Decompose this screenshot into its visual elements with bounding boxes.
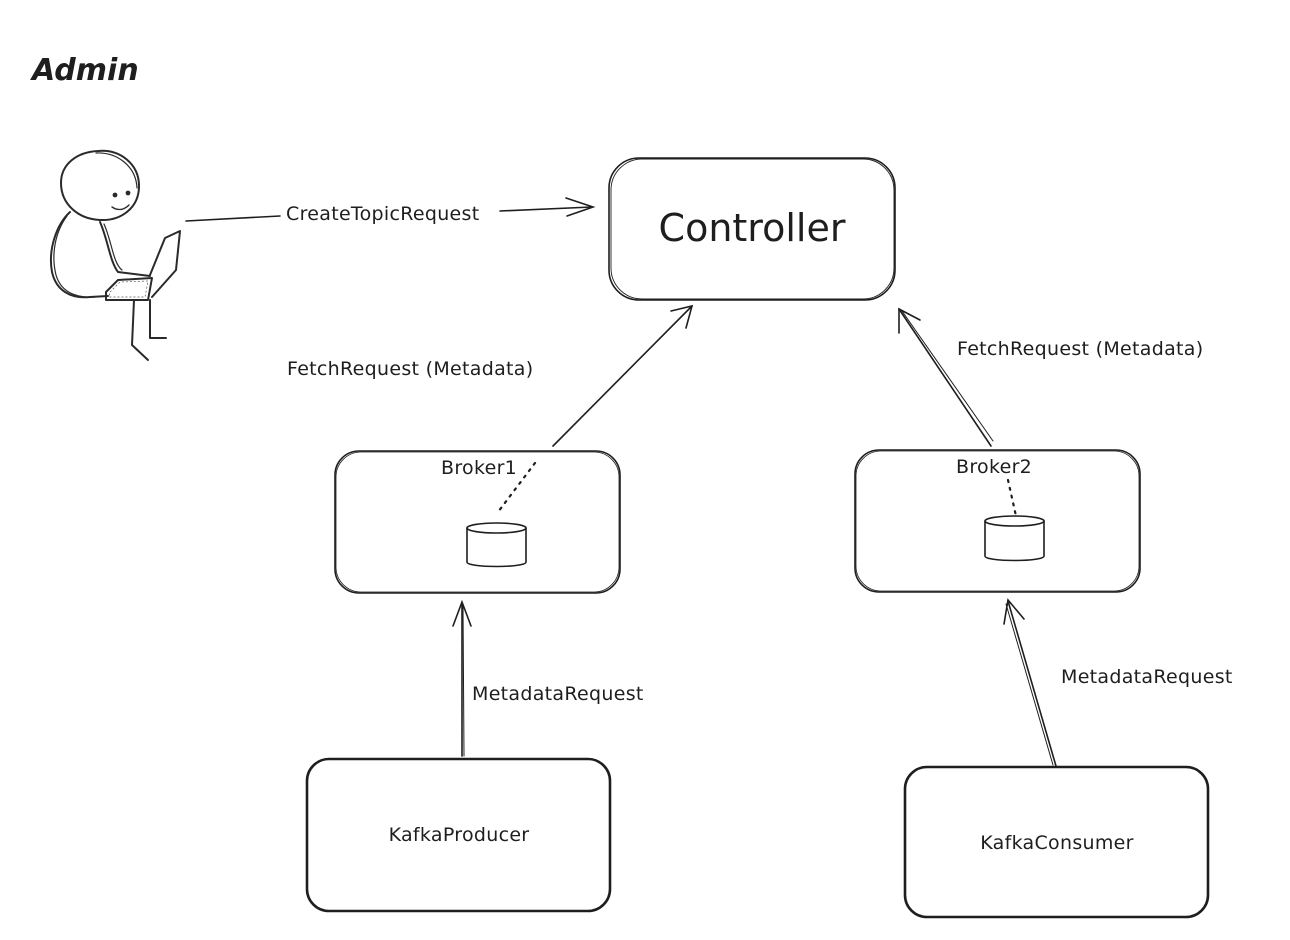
producer-metadata-label: MetadataRequest — [472, 683, 644, 705]
admin-person-icon — [50, 149, 181, 361]
admin-title: Admin — [30, 53, 139, 88]
broker2-label: Broker2 — [956, 456, 1032, 478]
controller-label: Controller — [659, 206, 846, 250]
producer-metadata-arrow: MetadataRequest — [452, 599, 644, 757]
broker2-fetch-label: FetchRequest (Metadata) — [957, 338, 1203, 360]
broker2-storage-icon — [984, 515, 1045, 562]
controller-node: Controller — [608, 157, 896, 301]
broker1-fetch-label: FetchRequest (Metadata) — [287, 358, 533, 380]
kafka-producer-node: KafkaProducer — [305, 757, 612, 913]
consumer-metadata-arrow: MetadataRequest — [1003, 598, 1233, 767]
broker1-node: Broker1 — [334, 450, 621, 594]
consumer-metadata-label: MetadataRequest — [1061, 666, 1233, 688]
kafka-consumer-node: KafkaConsumer — [903, 765, 1210, 919]
broker1-fetch-arrow: FetchRequest (Metadata) — [287, 304, 694, 447]
broker2-node: Broker2 — [854, 449, 1141, 593]
kafka-producer-label: KafkaProducer — [389, 824, 530, 846]
broker1-label: Broker1 — [441, 457, 517, 479]
broker2-fetch-arrow: FetchRequest (Metadata) — [898, 307, 1203, 447]
create-topic-label: CreateTopicRequest — [286, 203, 480, 225]
create-topic-arrow: CreateTopicRequest — [185, 197, 596, 225]
broker1-storage-icon — [466, 522, 527, 568]
kafka-consumer-label: KafkaConsumer — [980, 832, 1134, 854]
